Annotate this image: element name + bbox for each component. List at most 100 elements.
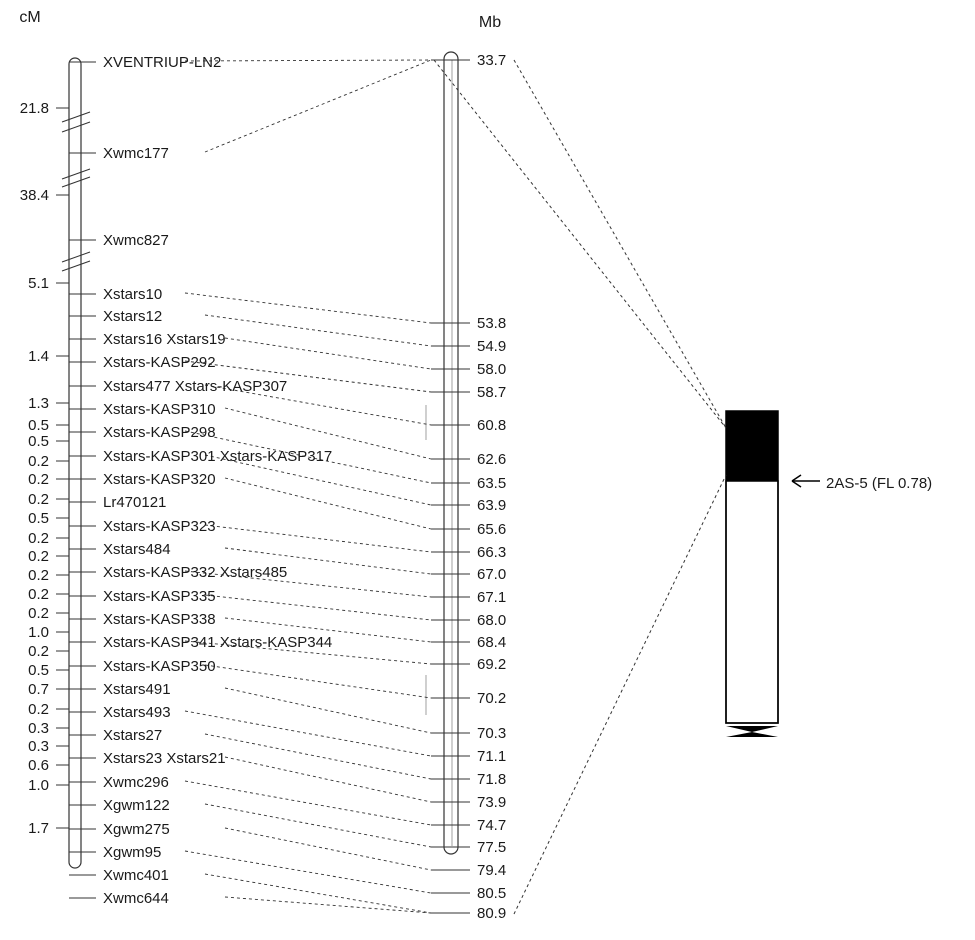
physical-position-label: 74.7 [477,817,506,834]
map-break-marks [61,111,91,272]
genetic-marker-label: Xwmc644 [103,890,169,907]
cm-distance-label: 0.2 [28,567,49,584]
physical-position-label: 67.1 [477,589,506,606]
physical-position-label: 63.9 [477,497,506,514]
cm-distance-label: 1.4 [28,348,49,365]
cm-distance-labels: 21.838.45.11.41.30.50.50.20.20.20.50.20.… [20,100,49,837]
physical-position-label: 53.8 [477,315,506,332]
cm-unit-label: cM [19,9,40,26]
physical-position-label: 69.2 [477,656,506,673]
genetic-marker-label: Xstars-KASP298 [103,424,216,441]
physical-position-label: 66.3 [477,544,506,561]
physical-position-label: 77.5 [477,839,506,856]
physical-position-label: 71.8 [477,771,506,788]
genetic-marker-lines [69,61,96,899]
physical-position-label: 54.9 [477,338,506,355]
physical-position-label: 68.0 [477,612,506,629]
deletion-bin-label: 2AS-5 (FL 0.78) [826,475,932,492]
genetic-marker-label: Xstars16 Xstars19 [103,331,226,348]
cm-distance-label: 38.4 [20,187,49,204]
genetic-marker-label: Xstars477 Xstars-KASP307 [103,378,287,395]
genetic-marker-label: Xwmc401 [103,867,169,884]
physical-chromosome [425,51,470,914]
physical-position-label: 63.5 [477,475,506,492]
genetic-marker-label: Xstars491 [103,681,171,698]
cm-distance-label: 0.2 [28,643,49,660]
cm-distance-label: 1.0 [28,624,49,641]
genetic-marker-label: Xstars493 [103,704,171,721]
genetic-marker-label: Xstars-KASP320 [103,471,216,488]
genetic-marker-label: Xstars-KASP323 [103,518,216,535]
cm-distance-label: 5.1 [28,275,49,292]
physical-position-label: 70.2 [477,690,506,707]
genetic-marker-label: Xstars-KASP338 [103,611,216,628]
cm-distance-label: 0.3 [28,738,49,755]
physical-position-label: 73.9 [477,794,506,811]
cm-distance-label: 0.2 [28,453,49,470]
genetic-marker-label: Xstars23 Xstars21 [103,750,226,767]
deletion-bin-white-segment [725,480,779,724]
deletion-bin-chromosome: 2AS-5 (FL 0.78) [433,59,932,915]
cm-distance-label: 1.0 [28,777,49,794]
genetic-marker-label: Xwmc827 [103,232,169,249]
genetic-marker-label: Xstars-KASP310 [103,401,216,418]
cm-distance-label: 0.5 [28,510,49,527]
genetic-marker-label: XVENTRIUP-LN2 [103,54,221,71]
cm-distance-label: 0.2 [28,701,49,718]
cm-distance-label: 0.5 [28,433,49,450]
cm-distance-label: 0.2 [28,530,49,547]
genetic-marker-labels: XVENTRIUP-LN2Xwmc177Xwmc827Xstars10Xstar… [103,54,332,907]
physical-position-label: 60.8 [477,417,506,434]
cm-distance-label: 21.8 [20,100,49,117]
genetic-marker-label: Xstars-KASP332 Xstars485 [103,564,287,581]
physical-position-label: 79.4 [477,862,506,879]
physical-position-label: 67.0 [477,566,506,583]
genetic-marker-label: Xwmc177 [103,145,169,162]
deletion-bin-black-segment [726,411,778,481]
cm-distance-label: 0.5 [28,417,49,434]
physical-position-label: 80.9 [477,905,506,922]
genetic-marker-label: Xstars-KASP292 [103,354,216,371]
physical-position-label: 68.4 [477,634,506,651]
genetic-marker-label: Xwmc296 [103,774,169,791]
marker-connector-lines [184,59,432,914]
mb-unit-label: Mb [479,14,501,31]
physical-position-label: 62.6 [477,451,506,468]
cm-distance-label: 0.7 [28,681,49,698]
centromere-mark [726,726,778,737]
genetic-marker-label: Xstars-KASP341 Xstars-KASP344 [103,634,332,651]
cm-distance-label: 0.2 [28,605,49,622]
physical-position-label: 58.7 [477,384,506,401]
cm-distance-label: 0.5 [28,662,49,679]
physical-marker-lines [431,59,470,914]
genetic-marker-label: Xstars-KASP301 Xstars-KASP317 [103,448,332,465]
physical-position-label: 71.1 [477,748,506,765]
physical-position-labels: 33.7 53.8 54.9 58.0 58.7 60.8 62.6 63.5 63.9 65.6… [477,52,506,922]
genetic-marker-label: Xstars-KASP350 [103,658,216,675]
genetic-marker-label: Lr470121 [103,494,166,511]
physical-position-label: 70.3 [477,725,506,742]
genetic-marker-label: Xstars12 [103,308,162,325]
cm-distance-label: 0.2 [28,548,49,565]
deletion-bin-arrow [791,474,820,488]
physical-position-label: 33.7 [477,52,506,69]
cm-distance-label: 0.6 [28,757,49,774]
cm-distance-label: 1.7 [28,820,49,837]
physical-position-label: 80.5 [477,885,506,902]
genetic-marker-label: Xstars484 [103,541,171,558]
genetic-chromosome [56,57,96,899]
cm-distance-label: 0.3 [28,720,49,737]
physical-position-label: 65.6 [477,521,506,538]
cm-distance-label: 0.2 [28,491,49,508]
cm-distance-label: 0.2 [28,471,49,488]
genetic-marker-label: Xgwm275 [103,821,170,838]
cm-distance-ticks [56,107,69,829]
genetic-marker-label: Xstars10 [103,286,162,303]
genetic-marker-label: Xgwm95 [103,844,161,861]
physical-position-label: 58.0 [477,361,506,378]
genetic-marker-label: Xstars27 [103,727,162,744]
genetic-marker-label: Xgwm122 [103,797,170,814]
cm-distance-label: 0.2 [28,586,49,603]
genetic-marker-label: Xstars-KASP335 [103,588,216,605]
